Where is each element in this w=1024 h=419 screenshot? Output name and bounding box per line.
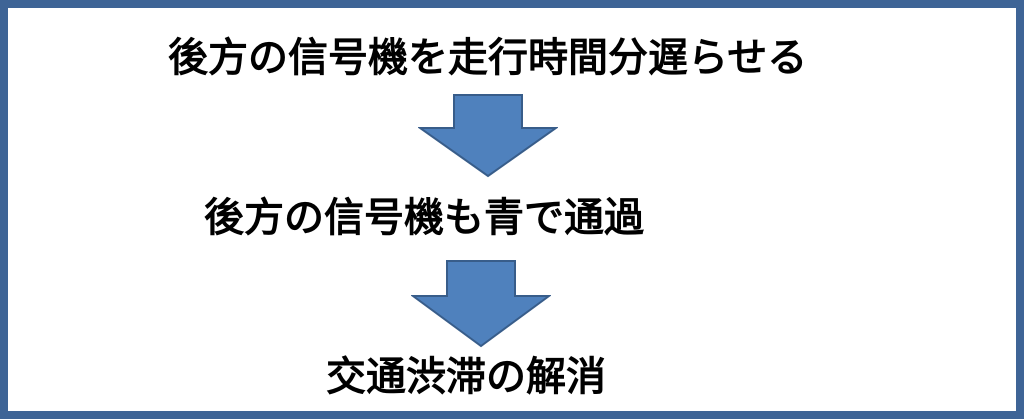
down-arrow-icon bbox=[411, 260, 551, 348]
down-arrow-shape bbox=[418, 94, 558, 178]
step-2-text: 後方の信号機も青で通過 bbox=[204, 195, 644, 241]
down-arrow-shape bbox=[411, 260, 551, 348]
down-arrow-icon bbox=[418, 94, 558, 178]
step-1-text: 後方の信号機を走行時間分遅らせる bbox=[168, 35, 808, 81]
step-3-text: 交通渋滞の解消 bbox=[326, 354, 606, 400]
